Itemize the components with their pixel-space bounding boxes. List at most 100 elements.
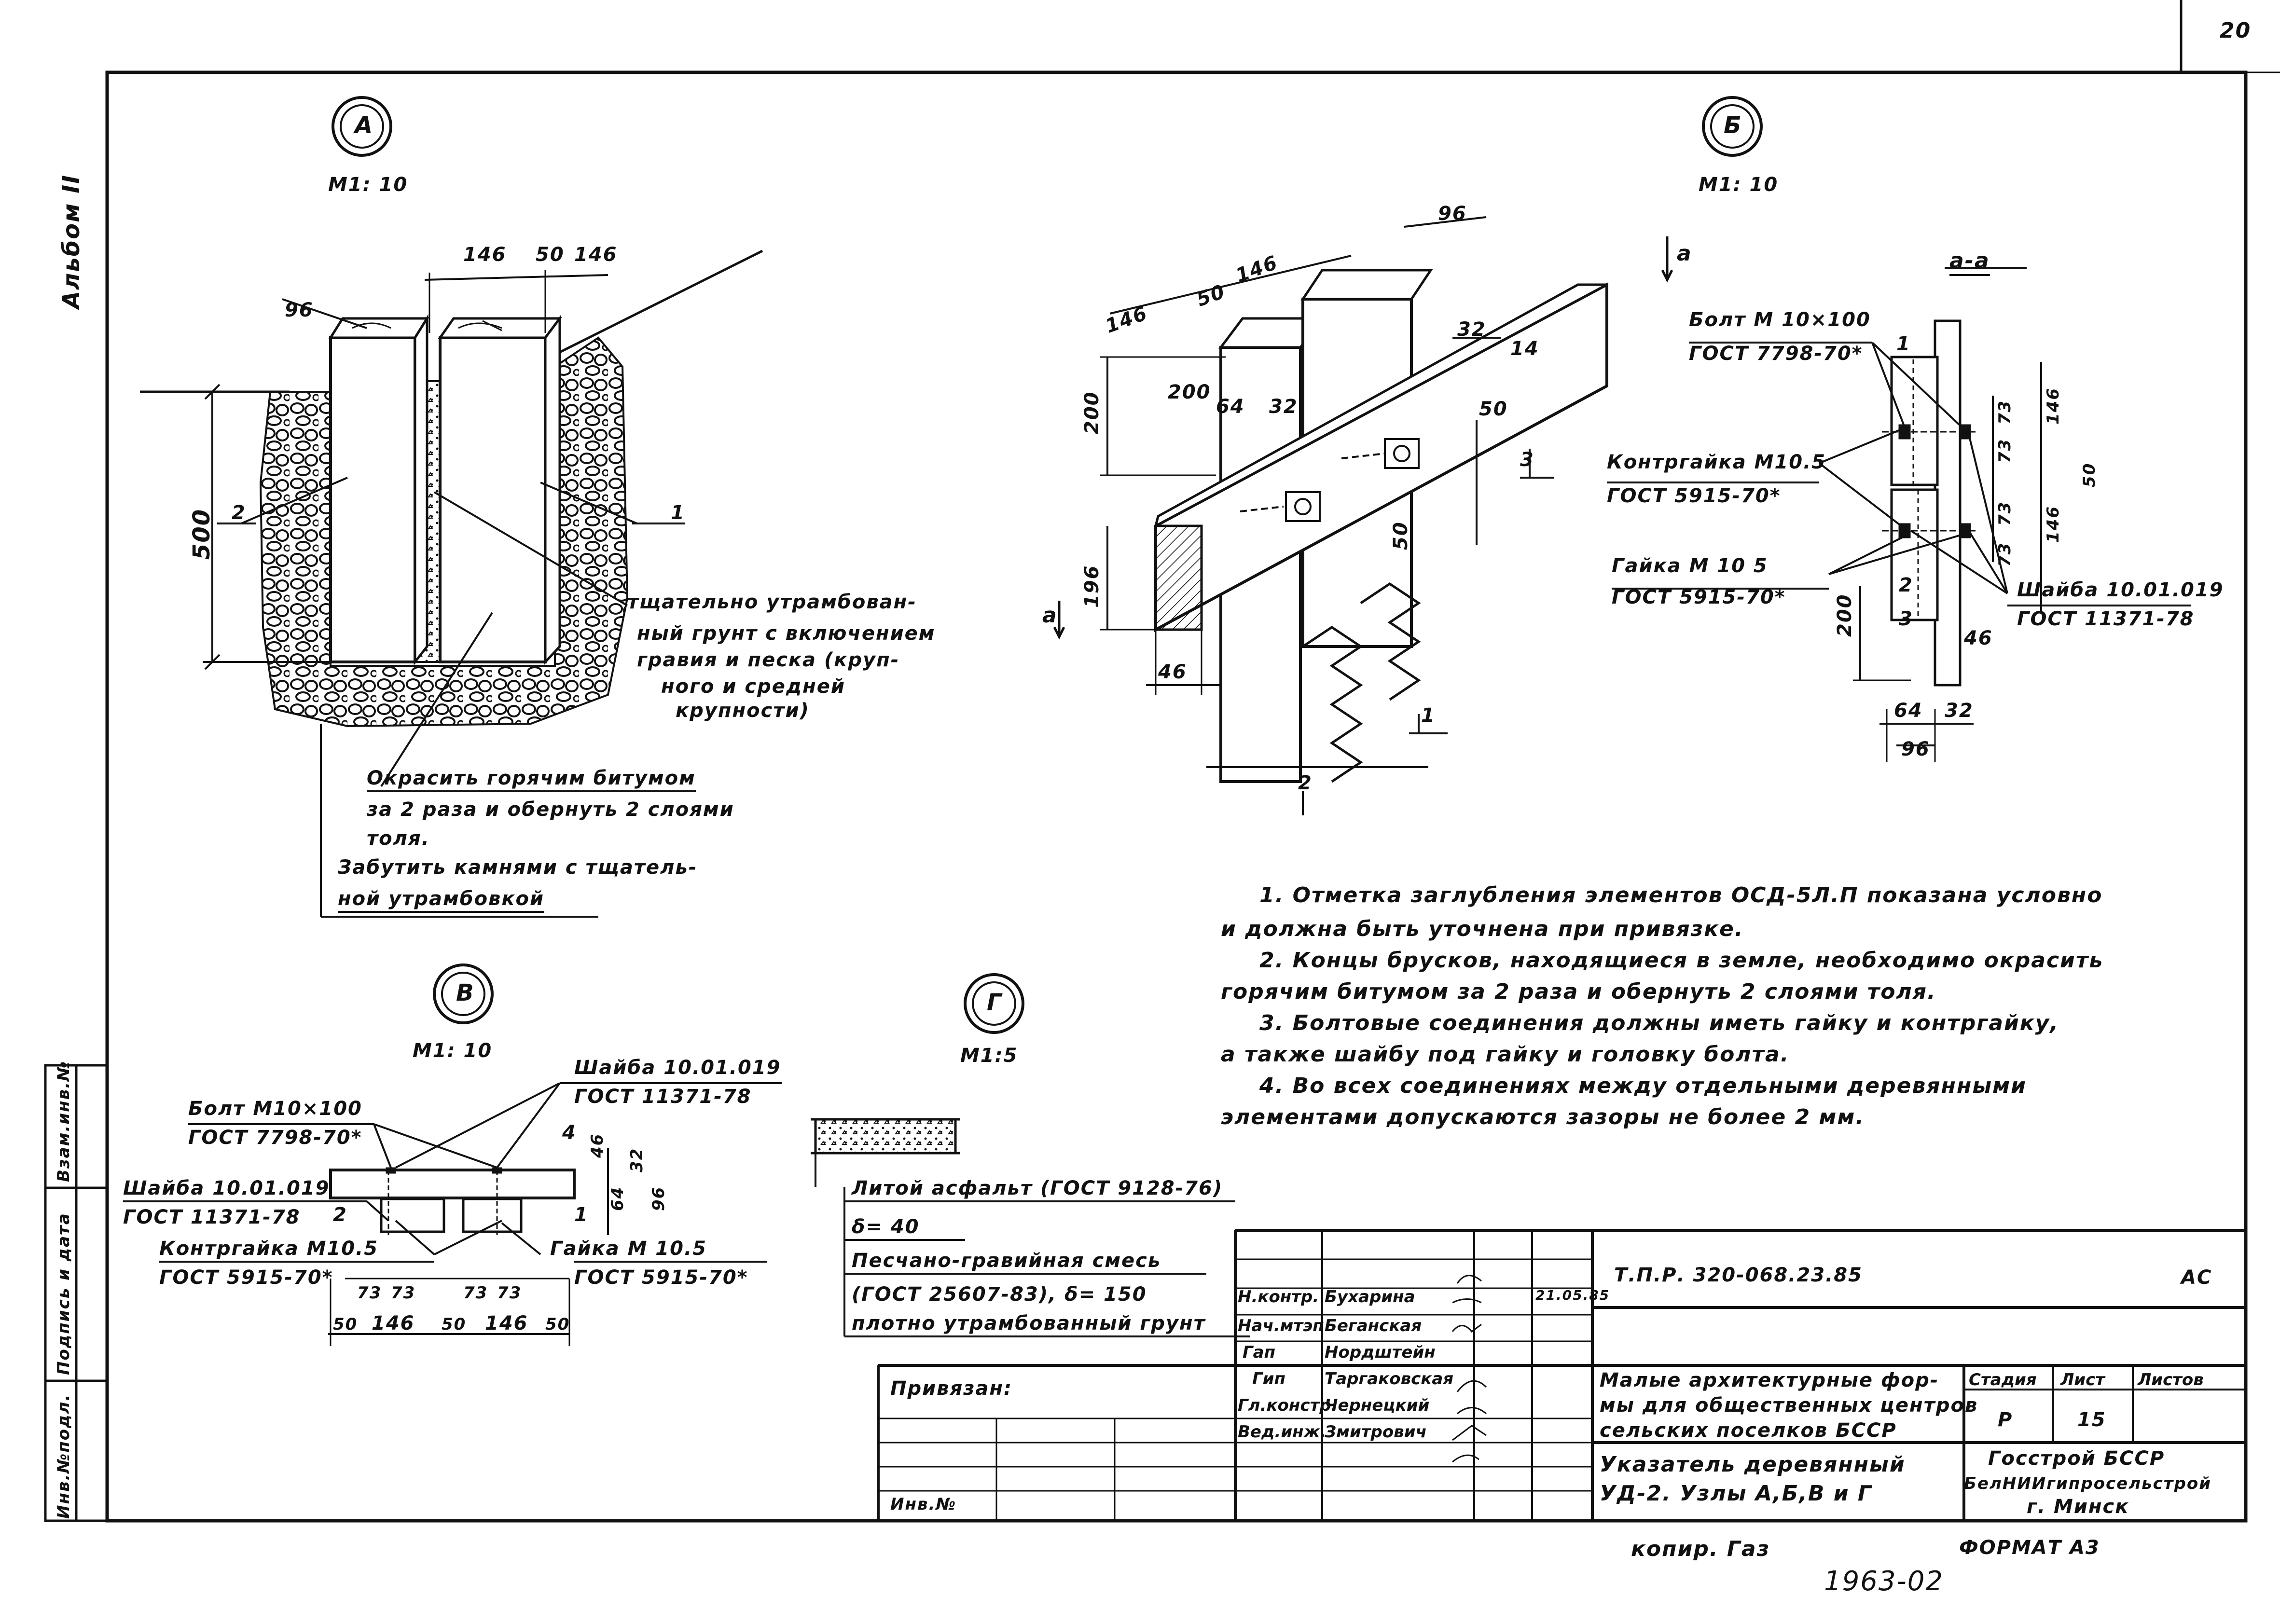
node-a-dim: 146 (574, 244, 618, 266)
node-v-dim: 73 (357, 1283, 382, 1303)
node-a-soil-note: гравия и песка (круп- (637, 649, 900, 671)
section-marker: а (1042, 603, 1058, 628)
signature-role: Гап (1243, 1343, 1276, 1362)
node-g-label: Г (987, 989, 1003, 1016)
side-stamp-replace-inv: Взам.инв.№ (54, 1060, 73, 1182)
section-label-washer-gost: ГОСТ 11371-78 (2017, 608, 2195, 630)
node-g-layer: δ= 40 (852, 1216, 920, 1238)
inv-label: Инв.№ (890, 1495, 957, 1514)
node-b-dim: 64 (1216, 396, 1245, 418)
node-a-soil-note: крупности) (676, 700, 810, 722)
node-a-dim: 50 (536, 244, 565, 266)
signature-role: Н.контр. (1238, 1287, 1319, 1307)
section-dim: 200 (1834, 593, 1856, 637)
org-line: г. Минск (2027, 1496, 2129, 1518)
node-b-dim: 200 (1081, 391, 1103, 435)
node-b-dim: 32 (1457, 318, 1486, 341)
section-dim: 73 (1995, 542, 2015, 567)
signature-name: Таргаковская (1325, 1369, 1454, 1389)
signature-role: Гл.констр. (1238, 1396, 1338, 1415)
section-label-nut: Гайка М 10 5 (1612, 555, 1768, 577)
node-g-layer: плотно утрамбованный грунт (852, 1312, 1206, 1335)
node-v-washer-top: Шайба 10.01.019 (574, 1057, 781, 1079)
node-v-callout: 1 (574, 1204, 589, 1226)
section-callout: 2 (1899, 574, 1913, 596)
project-title-line: сельских поселков БССР (1600, 1419, 1897, 1442)
node-v-nut-gost: ГОСТ 5915-70* (574, 1266, 748, 1289)
node-b-callout: 2 (1298, 772, 1313, 794)
doc-stage-code: АС (2181, 1266, 2212, 1289)
sheet-title-line: Указатель деревянный (1600, 1452, 1906, 1477)
node-a-bitumen-note: толя. (367, 827, 430, 850)
node-v-dim-side: 32 (627, 1147, 647, 1172)
node-b-dim: 50 (1390, 521, 1412, 550)
node-a-callout: 1 (671, 502, 685, 524)
node-a-bitumen-note: Окрасить горячим битумом (367, 767, 696, 792)
node-v-locknut: Контргайка М10.5 (159, 1238, 379, 1260)
section-label-locknut: Контргайка М10.5 (1607, 451, 1826, 473)
side-stamp-grid (44, 1064, 109, 1522)
sheet-title-line: УД-2. Узлы А,Б,В и Г (1600, 1481, 1872, 1506)
section-dim: 73 (1995, 438, 2015, 463)
copy-note: копир. Газ (1631, 1537, 1770, 1561)
node-g-layer: Литой асфальт (ГОСТ 9128-76) (852, 1177, 1223, 1199)
section-marker: а (1677, 241, 1692, 266)
node-b-dim: 14 (1510, 338, 1539, 360)
node-a-stones-note: ной утрамбовкой (338, 888, 545, 913)
node-g-layer: (ГОСТ 25607-83), δ= 150 (852, 1283, 1147, 1306)
section-dim: 32 (1945, 700, 1974, 722)
title-block-grid (877, 1229, 2246, 1521)
node-a-soil-note: ного и средней (661, 675, 845, 698)
node-v-scale: М1: 10 (413, 1040, 493, 1062)
section-callout: 3 (1899, 608, 1913, 630)
general-note-line: горячим битумом за 2 раза и обернуть 2 с… (1221, 979, 1936, 1004)
node-v-dim-side: 96 (649, 1186, 668, 1211)
signature-role: Нач.мтэп (1238, 1316, 1324, 1335)
node-b-dim: 200 (1168, 381, 1211, 403)
node-v-dim: 73 (497, 1283, 522, 1303)
general-note-line: а также шайбу под гайку и головку болта. (1221, 1042, 1790, 1067)
node-a-dim-height: 500 (188, 508, 215, 560)
node-v-dim-side: 46 (588, 1133, 607, 1158)
node-a-scale: М1: 10 (328, 174, 408, 196)
section-dim: 50 (2080, 462, 2099, 487)
node-v-washer-left: Шайба 10.01.019 (123, 1177, 330, 1199)
general-note-line: элементами допускаются зазоры не более 2… (1221, 1105, 1865, 1129)
stage-header: Стадия (1969, 1370, 2037, 1390)
section-label-locknut-gost: ГОСТ 5915-70* (1607, 485, 1781, 507)
signature-name: Змитрович (1325, 1422, 1427, 1442)
node-b-dim: 96 (1438, 203, 1467, 225)
section-callout: 1 (1896, 333, 1911, 355)
node-b-callout: 1 (1421, 704, 1436, 727)
general-note-line: и должна быть уточнена при привязке. (1221, 917, 1744, 941)
node-v-callout: 4 (562, 1122, 577, 1144)
node-b-dim: 46 (1158, 661, 1187, 683)
node-v-bolt-gost: ГОСТ 7798-70* (188, 1127, 362, 1149)
node-b-scale: М1: 10 (1699, 174, 1779, 196)
section-dim: 96 (1901, 738, 1930, 760)
node-a-dim: 96 (285, 299, 314, 321)
node-v-washer-left-gost: ГОСТ 11371-78 (123, 1206, 301, 1228)
general-note-line: 4. Во всех соединениях между отдельными … (1259, 1073, 2027, 1098)
node-b-callout: 3 (1520, 449, 1534, 471)
signature-date: 21.05.85 (1535, 1287, 1610, 1303)
section-dim: 73 (1995, 501, 2015, 526)
node-v-dim: 50 (442, 1315, 467, 1334)
signature-name: Бухарина (1325, 1287, 1415, 1307)
stage-value: Р (1998, 1409, 2013, 1431)
album-label: Альбом II (58, 174, 85, 309)
format-label: ФОРМАТ А3 (1959, 1537, 2100, 1559)
signature-role: Вед.инж. (1238, 1422, 1327, 1442)
general-note-line: 2. Концы брусков, находящиеся в земле, н… (1259, 948, 2104, 973)
node-a-dim: 146 (463, 244, 507, 266)
node-b-label: Б (1724, 112, 1742, 139)
section-dim: 64 (1894, 700, 1923, 722)
node-v-dim: 50 (545, 1315, 570, 1334)
section-dim: 146 (2044, 506, 2063, 543)
project-title-line: мы для общественных центров (1600, 1394, 1978, 1417)
signature-name: Нордштейн (1325, 1343, 1436, 1362)
side-stamp-signature-date: Подпись и дата (54, 1212, 73, 1375)
section-label-bolt: Болт М 10×100 (1689, 309, 1871, 331)
general-note-line: 1. Отметка заглубления элементов ОСД-5Л.… (1259, 883, 2103, 908)
